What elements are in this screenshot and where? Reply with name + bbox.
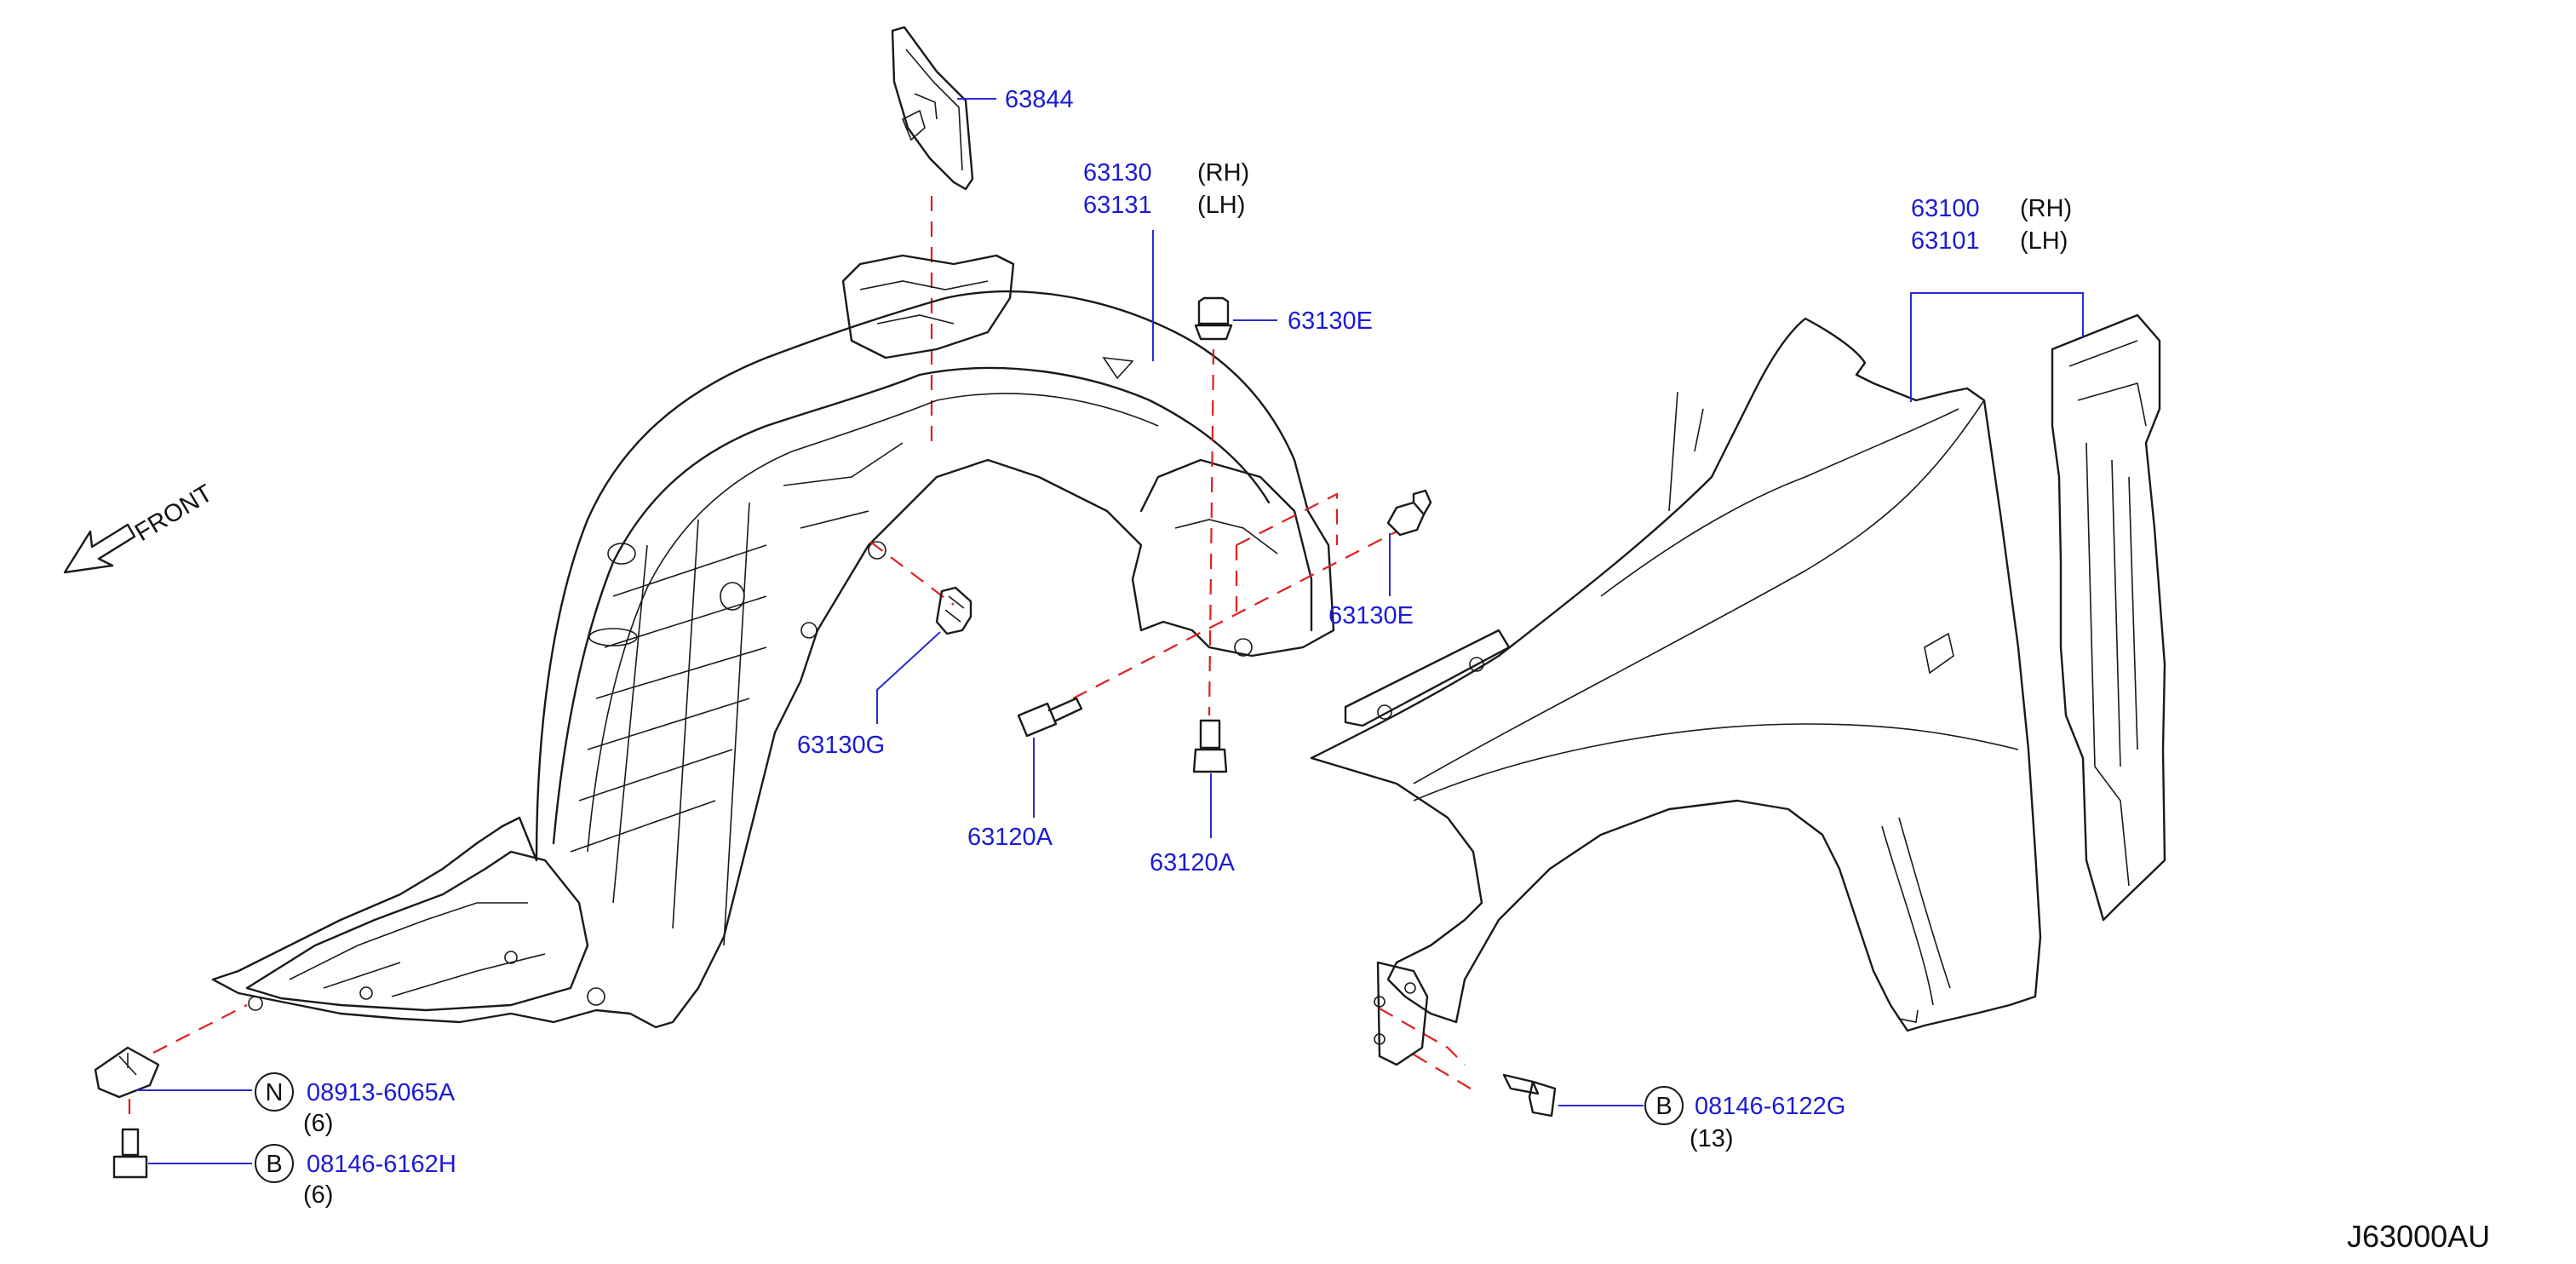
nut-part	[94, 1046, 160, 1099]
fender-part	[1310, 317, 2042, 1066]
label-63100-side: (RH)	[2020, 195, 2072, 222]
front-label: FRONT	[130, 480, 217, 547]
leader-63100	[1910, 292, 2084, 402]
label-63130-side: (RH)	[1197, 159, 1249, 187]
label-63131[interactable]: 63131	[1083, 192, 1152, 219]
nut-centerline	[152, 1004, 248, 1054]
label-63844[interactable]: 63844	[1005, 86, 1074, 113]
label-63130e-top[interactable]: 63130E	[1288, 307, 1373, 335]
label-08146-6122g[interactable]: 08146-6122G	[1695, 1093, 1845, 1120]
clip-top-part	[1194, 296, 1233, 341]
label-63130g[interactable]: 63130G	[797, 732, 885, 759]
rear-flap-centerline	[1235, 492, 1339, 613]
bolt-left-centerline	[1072, 531, 1397, 699]
grommet-part	[935, 586, 972, 635]
badge-b-circle-left	[255, 1144, 294, 1183]
wheelhouse-seal-part	[891, 26, 974, 191]
label-63120a-left[interactable]: 63120A	[967, 824, 1053, 851]
wheelhouse-protector-part	[211, 254, 1335, 1029]
bolt-fender-part	[1502, 1073, 1557, 1117]
fender-rear-strip-part	[2051, 313, 2166, 922]
diagram-code: J63000AU	[2347, 1219, 2490, 1254]
badge-n-letter: N	[266, 1079, 284, 1106]
bolt-center-part	[1192, 719, 1228, 773]
label-63130[interactable]: 63130	[1083, 159, 1152, 187]
qty-08146-6162h: (6)	[303, 1181, 333, 1209]
clip-top-centerline	[1208, 348, 1215, 716]
badge-b-letter-fender: B	[1655, 1093, 1672, 1120]
label-63131-side: (LH)	[1197, 192, 1245, 219]
badge-b-circle-fender	[1644, 1086, 1684, 1125]
clip-right-part	[1386, 489, 1432, 537]
label-63130e-right[interactable]: 63130E	[1328, 602, 1414, 629]
label-08913-6065a[interactable]: 08913-6065A	[307, 1079, 456, 1106]
qty-08913-6065a: (6)	[303, 1110, 333, 1137]
leader-63130g	[876, 631, 941, 724]
badge-b-letter-left: B	[266, 1151, 282, 1178]
label-63120a-center[interactable]: 63120A	[1150, 849, 1236, 876]
qty-08146-6122g: (13)	[1690, 1125, 1734, 1152]
front-arrow-icon	[63, 523, 136, 574]
badge-n-circle	[255, 1072, 294, 1112]
label-63100[interactable]: 63100	[1911, 195, 1980, 222]
label-63101[interactable]: 63101	[1911, 227, 1980, 255]
bolt-left-part	[1017, 697, 1083, 738]
grommet-centerline	[869, 541, 955, 606]
bolt-lower-left-part	[112, 1128, 148, 1179]
label-08146-6162h[interactable]: 08146-6162H	[307, 1151, 456, 1178]
label-63101-side: (LH)	[2020, 227, 2068, 255]
fender-bolt-centerline	[1379, 1008, 1474, 1091]
